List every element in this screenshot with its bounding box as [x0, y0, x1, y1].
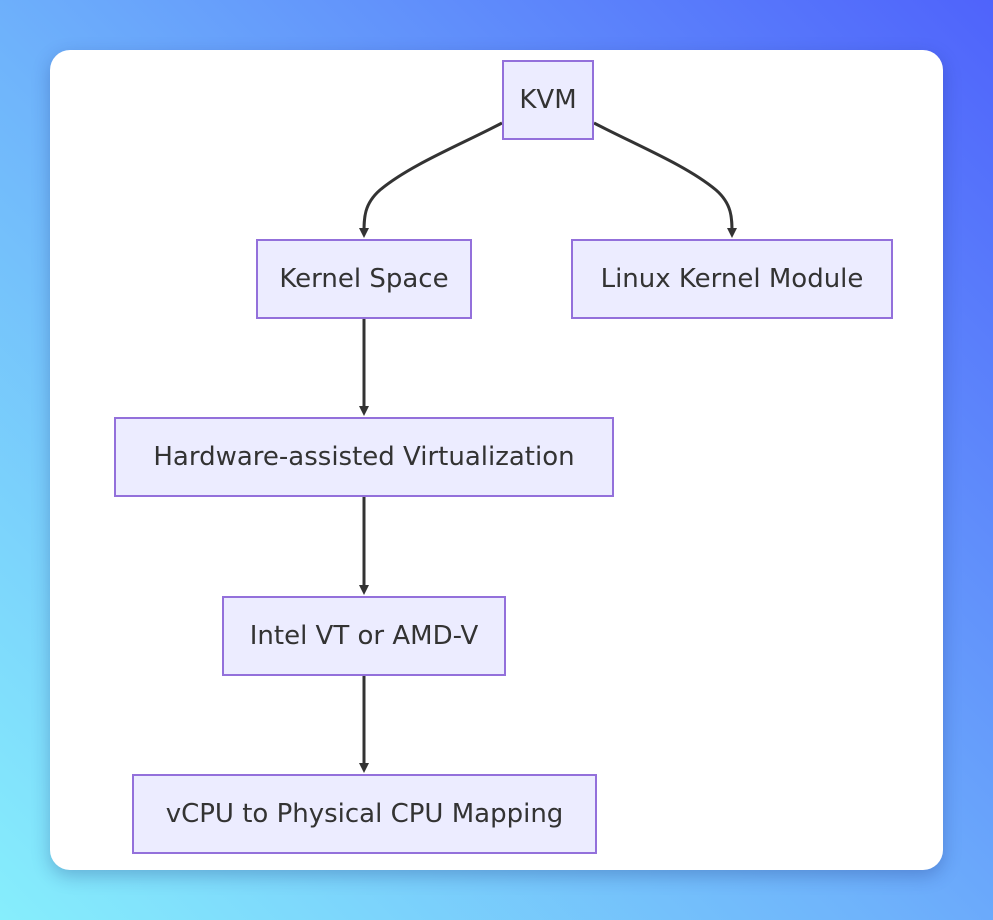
edge-kvm-to-kernel-space — [359, 121, 503, 238]
node-kvm: KVM — [502, 60, 594, 140]
edges-layer — [359, 121, 737, 773]
node-hardware-assisted-virtualization: Hardware-assisted Virtualization — [114, 417, 614, 497]
diagram-card: KVM Kernel Space Linux Kernel Module Har… — [50, 50, 943, 870]
node-kernel-space: Kernel Space — [256, 239, 472, 319]
node-linux-kernel-module: Linux Kernel Module — [571, 239, 893, 319]
node-vcpu-to-physical-cpu-mapping: vCPU to Physical CPU Mapping — [132, 774, 597, 854]
edge-kvm-to-linux-kernel-module — [593, 121, 737, 238]
node-intel-vt-or-amd-v: Intel VT or AMD-V — [222, 596, 506, 676]
